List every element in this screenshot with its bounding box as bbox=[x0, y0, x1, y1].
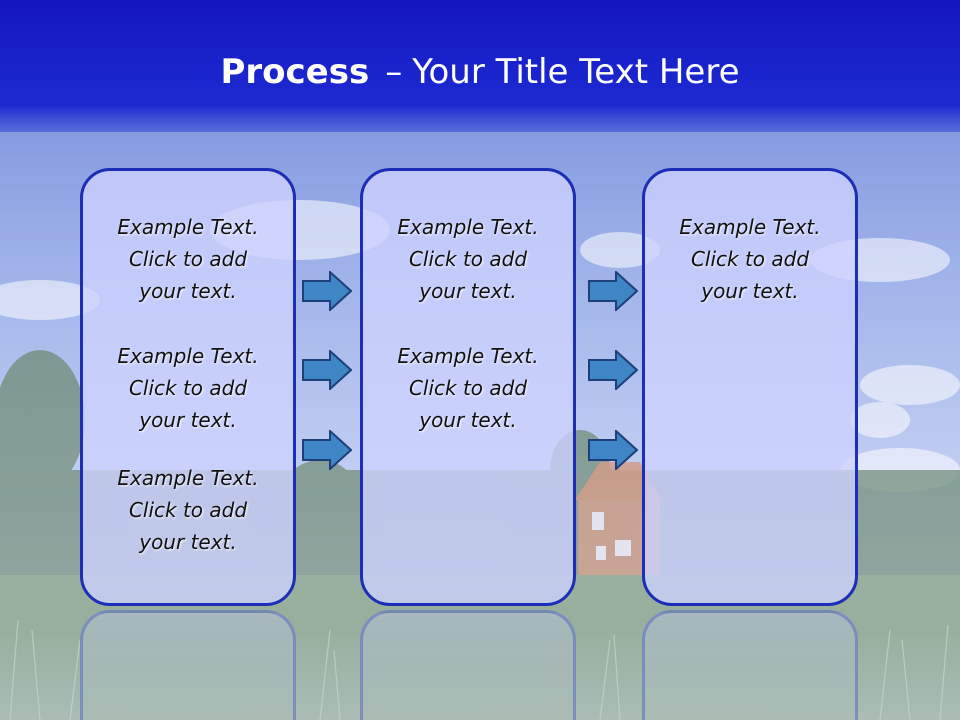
text-line: Click to add bbox=[408, 376, 528, 400]
box1-text-3[interactable]: Example Text. Click to add your text. bbox=[80, 462, 296, 558]
text-line: Example Text. bbox=[117, 215, 259, 239]
text-line: your text. bbox=[701, 279, 799, 303]
text-line: Example Text. bbox=[117, 466, 259, 490]
box2-text-2[interactable]: Example Text. Click to add your text. bbox=[360, 340, 576, 436]
text-line: Example Text. bbox=[397, 344, 539, 368]
text-line: Click to add bbox=[690, 247, 810, 271]
slide-title: Process–Your Title Text Here bbox=[0, 52, 960, 92]
text-line: your text. bbox=[139, 530, 237, 554]
text-line: Click to add bbox=[128, 498, 248, 522]
box-reflection-2 bbox=[360, 610, 576, 720]
box3-text-1[interactable]: Example Text. Click to add your text. bbox=[642, 211, 858, 307]
box1-text-1[interactable]: Example Text. Click to add your text. bbox=[80, 211, 296, 307]
box-reflection-1 bbox=[80, 610, 296, 720]
text-line: Example Text. bbox=[117, 344, 259, 368]
right-arrow-icon bbox=[302, 271, 352, 311]
title-dash: – bbox=[385, 52, 403, 92]
right-arrow-icon bbox=[588, 271, 638, 311]
right-arrow-icon bbox=[588, 350, 638, 390]
process-box-2[interactable] bbox=[360, 168, 576, 606]
box2-text-1[interactable]: Example Text. Click to add your text. bbox=[360, 211, 576, 307]
text-line: your text. bbox=[419, 279, 517, 303]
text-line: your text. bbox=[419, 408, 517, 432]
process-box-1[interactable] bbox=[80, 168, 296, 606]
text-line: your text. bbox=[139, 408, 237, 432]
right-arrow-icon bbox=[302, 350, 352, 390]
process-box-3[interactable] bbox=[642, 168, 858, 606]
right-arrow-icon bbox=[588, 430, 638, 470]
text-line: Click to add bbox=[128, 376, 248, 400]
title-bold: Process bbox=[220, 52, 370, 92]
text-line: Example Text. bbox=[397, 215, 539, 239]
title-text: Your Title Text Here bbox=[412, 52, 740, 92]
text-line: Click to add bbox=[128, 247, 248, 271]
text-line: your text. bbox=[139, 279, 237, 303]
text-line: Example Text. bbox=[679, 215, 821, 239]
box-reflection-3 bbox=[642, 610, 858, 720]
right-arrow-icon bbox=[302, 430, 352, 470]
box1-text-2[interactable]: Example Text. Click to add your text. bbox=[80, 340, 296, 436]
text-line: Click to add bbox=[408, 247, 528, 271]
